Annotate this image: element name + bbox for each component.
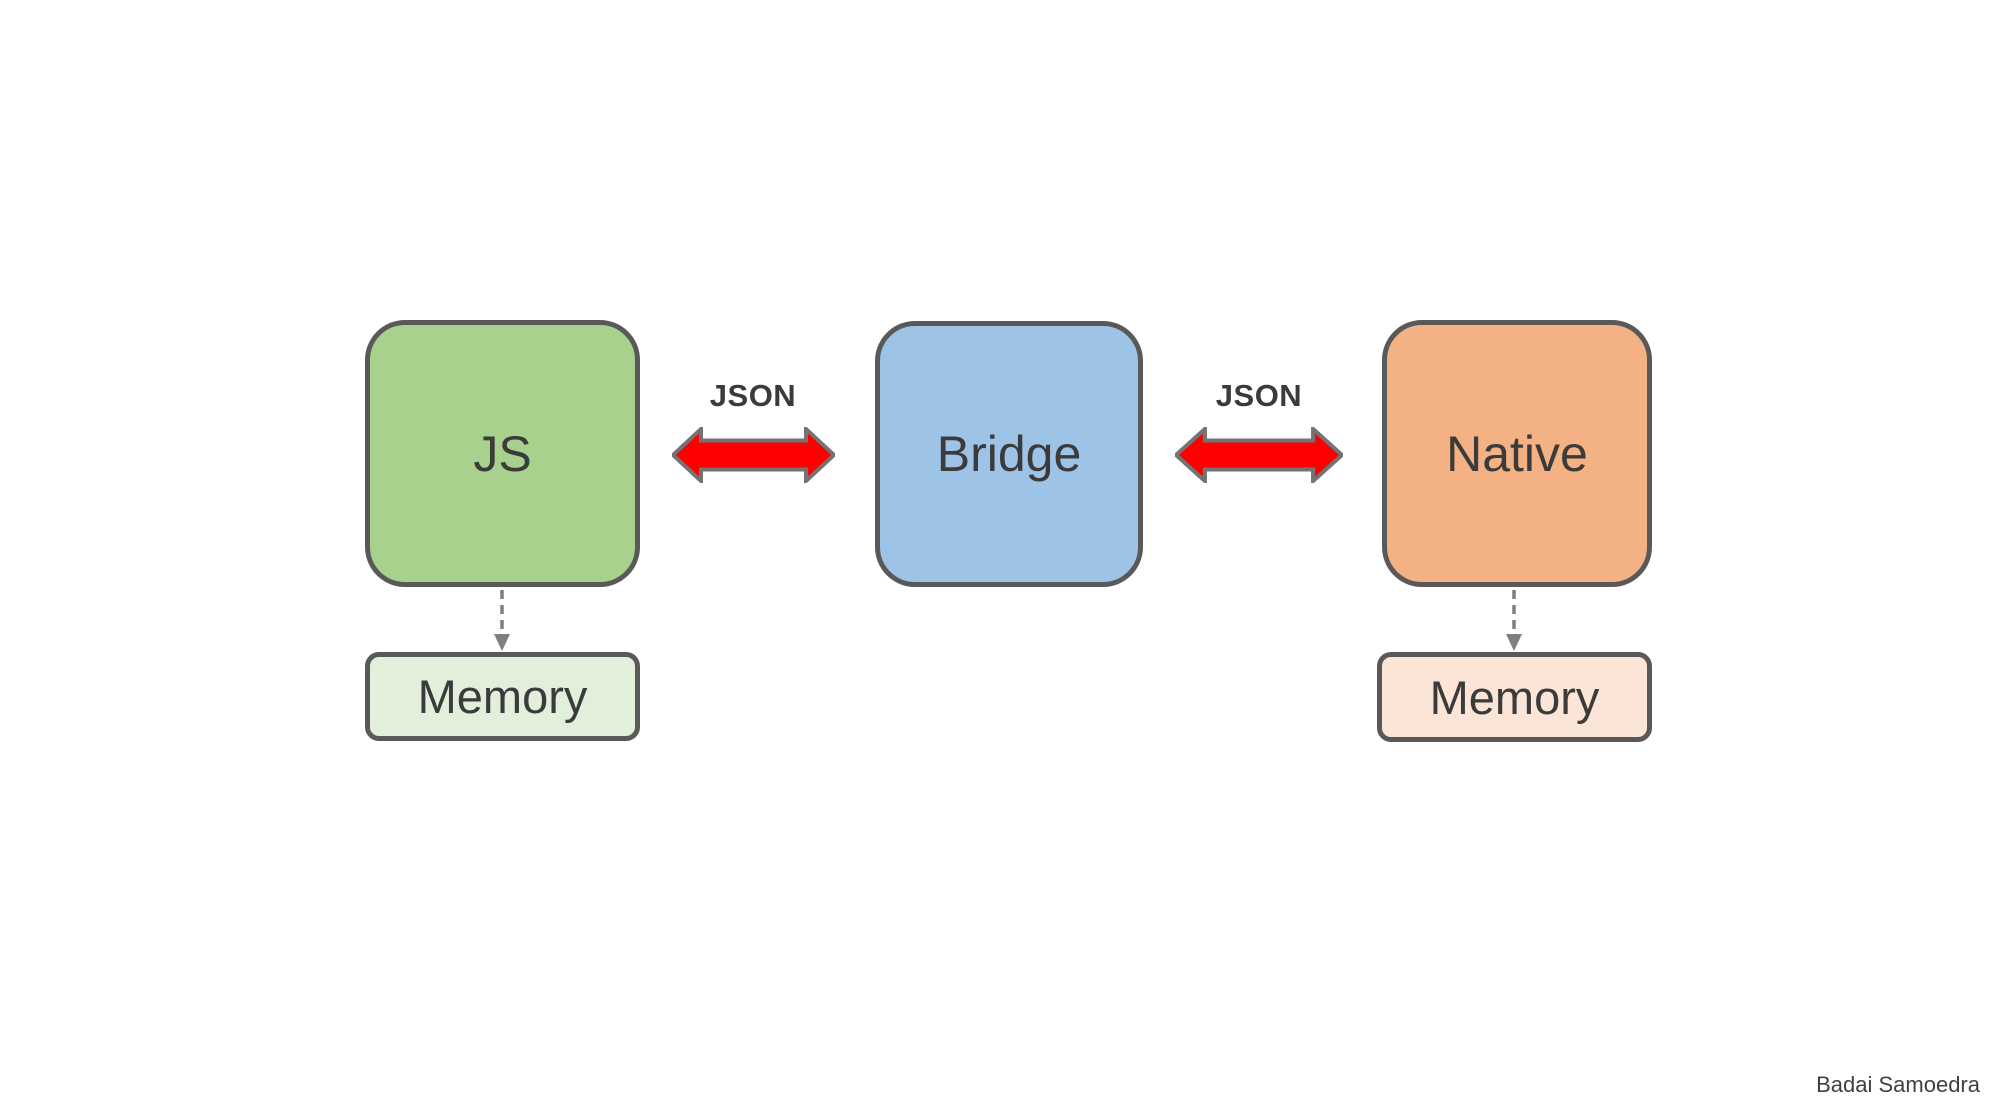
node-native-memory: Memory <box>1377 652 1652 742</box>
node-js: JS <box>365 320 640 587</box>
node-native-label: Native <box>1446 425 1588 482</box>
node-bridge: Bridge <box>875 321 1143 587</box>
attribution-text: Badai Samoedra <box>1816 1072 1980 1097</box>
node-js-memory-label: Memory <box>417 670 588 723</box>
node-native: Native <box>1382 320 1652 587</box>
json-label-right: JSON <box>1215 378 1303 413</box>
json-label-left: JSON <box>709 378 797 413</box>
bidirectional-arrow-icon-left <box>672 427 835 483</box>
node-native-memory-label: Memory <box>1429 670 1600 724</box>
dashed-arrow-icon-js-memory <box>494 590 510 651</box>
dashed-arrow-icon-native-memory <box>1506 590 1522 651</box>
node-js-label: JS <box>473 425 532 482</box>
node-js-memory: Memory <box>365 652 640 741</box>
node-bridge-label: Bridge <box>936 426 1082 482</box>
bidirectional-arrow-icon-right <box>1175 427 1343 483</box>
